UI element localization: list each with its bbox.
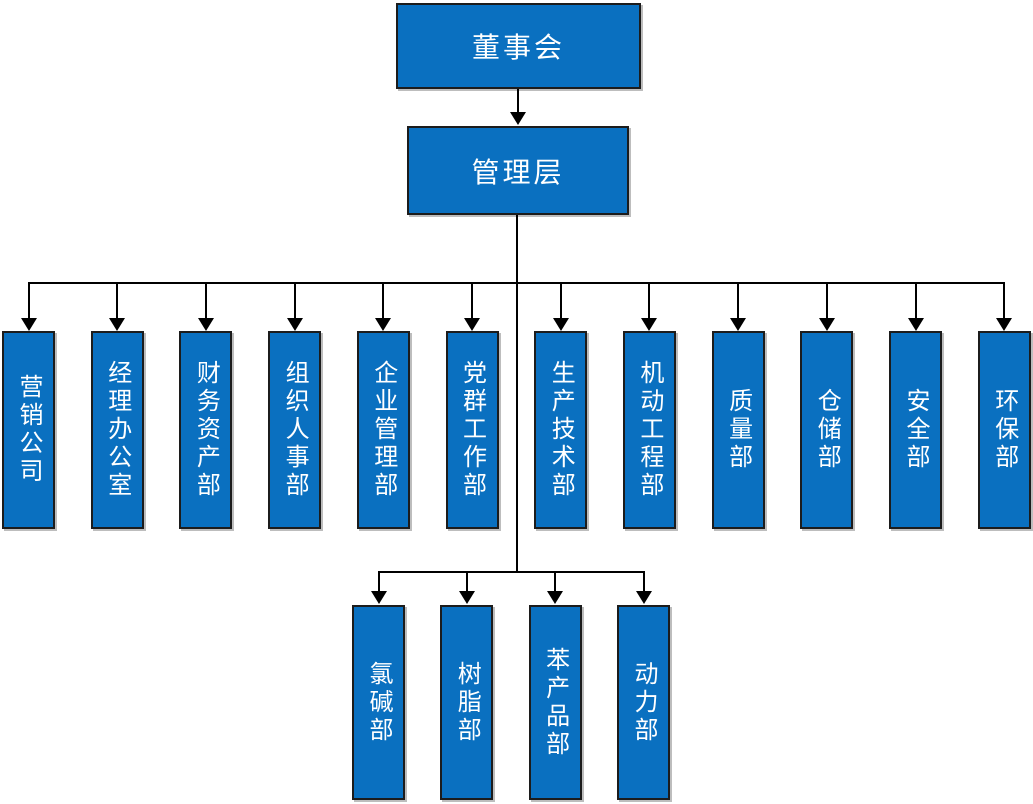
connector-drop	[554, 573, 557, 592]
connector-bus-production	[377, 571, 645, 573]
connector-drop	[293, 284, 296, 319]
arrowhead-icon	[641, 318, 658, 331]
org-box-department: 仓储部	[800, 331, 854, 529]
arrowhead-icon	[818, 318, 835, 331]
org-box-department: 企业管理部	[356, 331, 410, 529]
arrowhead-icon	[635, 591, 652, 604]
arrowhead-icon	[547, 591, 564, 604]
arrowhead-icon	[510, 112, 526, 125]
department-label: 企业管理部	[369, 360, 396, 500]
department-label: 财务资产部	[192, 360, 219, 500]
arrowhead-icon	[370, 591, 387, 604]
arrowhead-icon	[197, 318, 214, 331]
org-box-production-unit: 氯碱部	[352, 605, 405, 800]
department-label: 仓储部	[813, 388, 840, 472]
department-label: 安全部	[902, 388, 928, 472]
connector-drop	[27, 284, 30, 319]
connector-bus-departments	[28, 282, 1005, 284]
production-unit-label: 动力部	[630, 660, 656, 745]
connector-drop	[642, 573, 645, 592]
org-box-management: 管理层	[407, 126, 629, 215]
org-box-management-label: 管理层	[471, 157, 565, 189]
connector-drop	[204, 284, 207, 319]
org-box-department: 安全部	[889, 331, 942, 529]
org-box-department: 组织人事部	[268, 331, 322, 529]
connector-drop	[1003, 284, 1006, 319]
org-box-board-label: 董事会	[471, 33, 565, 64]
org-box-production-unit: 苯产品部	[528, 605, 582, 800]
department-label: 经理办公室	[103, 360, 130, 500]
org-box-production-unit: 树脂部	[440, 605, 494, 800]
department-label: 营销公司	[15, 374, 41, 486]
org-box-department: 党群工作部	[445, 331, 499, 529]
org-box-department: 环保部	[977, 331, 1031, 529]
arrowhead-icon	[907, 318, 924, 331]
connector-board-management	[517, 89, 519, 114]
production-unit-label: 氯碱部	[365, 660, 391, 745]
production-unit-label: 苯产品部	[541, 646, 568, 759]
department-label: 生产技术部	[547, 360, 574, 500]
arrowhead-icon	[20, 318, 37, 331]
connector-drop	[382, 284, 385, 319]
org-box-production-unit: 动力部	[617, 605, 670, 800]
arrowhead-icon	[730, 318, 747, 331]
department-label: 机动工程部	[635, 360, 662, 500]
connector-drop	[648, 284, 651, 319]
arrowhead-icon	[464, 318, 480, 331]
connector-drop	[377, 573, 380, 592]
org-box-department: 财务资产部	[179, 331, 233, 529]
arrowhead-icon	[458, 591, 475, 604]
production-unit-label: 树脂部	[453, 660, 480, 745]
department-label: 质量部	[724, 388, 751, 472]
org-box-department: 营销公司	[2, 331, 55, 529]
arrowhead-icon	[286, 318, 303, 331]
connector-drop	[471, 284, 473, 319]
department-label: 组织人事部	[281, 360, 308, 500]
connector-drop	[737, 284, 740, 319]
connector-drop	[465, 573, 468, 592]
connector-drop	[914, 284, 917, 319]
org-box-department: 机动工程部	[622, 331, 676, 529]
org-box-department: 经理办公室	[90, 331, 144, 529]
department-label: 环保部	[990, 388, 1017, 472]
connector-drop	[116, 284, 119, 319]
org-box-department: 生产技术部	[534, 331, 588, 529]
connector-drop	[825, 284, 828, 319]
connector-management-trunk	[516, 215, 518, 572]
arrowhead-icon	[996, 318, 1013, 331]
arrowhead-icon	[375, 318, 392, 331]
arrowhead-icon	[552, 318, 569, 331]
org-box-board: 董事会	[396, 3, 641, 89]
department-label: 党群工作部	[458, 360, 485, 500]
arrowhead-icon	[109, 318, 126, 331]
org-box-department: 质量部	[711, 331, 765, 529]
connector-drop	[559, 284, 562, 319]
